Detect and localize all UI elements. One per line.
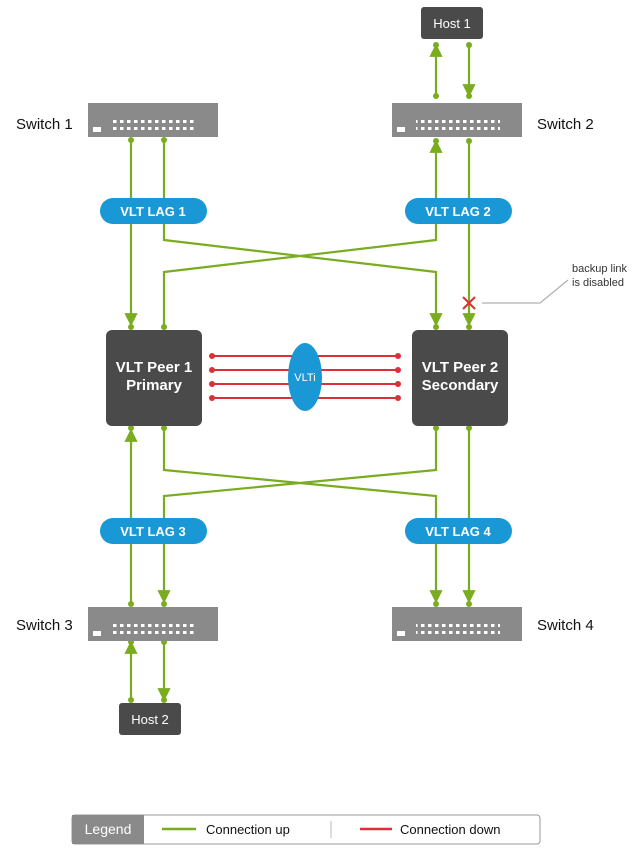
- vlt-peer-2-title: VLT Peer 2: [422, 359, 498, 376]
- peer1-switch4-link: [162, 428, 443, 604]
- switch4: Switch 4: [392, 607, 594, 641]
- vlt-lag-3-badge: VLT LAG 3: [100, 518, 207, 544]
- legend-title: Legend: [85, 821, 132, 837]
- switch2-label: Switch 2: [537, 116, 594, 133]
- vlt-peer-1: VLT Peer 1 Primary: [106, 330, 202, 426]
- vlt-lag-4-label: VLT LAG 4: [425, 524, 491, 539]
- legend-down-label: Connection down: [400, 822, 500, 837]
- host1: Host 1: [421, 7, 483, 39]
- legend: Legend Connection up Connection down: [71, 814, 541, 845]
- vlt-peer-1-role: Primary: [126, 377, 183, 394]
- annotation-leader-line: [482, 279, 569, 304]
- switch2: Switch 2: [392, 103, 594, 137]
- switch3: Switch 3: [16, 607, 218, 641]
- vlt-peer-1-title: VLT Peer 1: [116, 359, 192, 376]
- annotation-line2: is disabled: [572, 277, 624, 289]
- vlt-lag-4-badge: VLT LAG 4: [405, 518, 512, 544]
- vlti-ellipse: VLTi: [288, 343, 322, 411]
- switch1-label: Switch 1: [16, 116, 73, 133]
- vlt-lag-2-label: VLT LAG 2: [425, 204, 490, 219]
- disabled-link-x-icon: [462, 296, 476, 310]
- legend-up-label: Connection up: [206, 822, 290, 837]
- vlti-link-dots: [209, 353, 401, 401]
- vlt-lag-1-badge: VLT LAG 1: [100, 198, 207, 224]
- vlt-peer-2: VLT Peer 2 Secondary: [412, 330, 508, 426]
- annotation-line1: backup link: [572, 263, 628, 275]
- vlt-lag-3-label: VLT LAG 3: [120, 524, 185, 539]
- switch4-label: Switch 4: [537, 617, 594, 634]
- vlti-label: VLTi: [294, 372, 315, 384]
- vlt-lag-1-label: VLT LAG 1: [120, 204, 185, 219]
- host2-label: Host 2: [131, 712, 169, 727]
- host2: Host 2: [119, 703, 181, 735]
- vlt-lag-2-badge: VLT LAG 2: [405, 198, 512, 224]
- vlt-peer-2-role: Secondary: [422, 377, 499, 394]
- host1-label: Host 1: [433, 16, 471, 31]
- switch1-peer2-link: [162, 140, 443, 327]
- peer1-switch2-link: [162, 139, 443, 327]
- port-dots: [128, 42, 472, 703]
- switch1: Switch 1: [16, 103, 218, 137]
- switch3-label: Switch 3: [16, 617, 73, 634]
- peer2-switch3-link: [157, 428, 438, 604]
- connections-up: [124, 43, 476, 702]
